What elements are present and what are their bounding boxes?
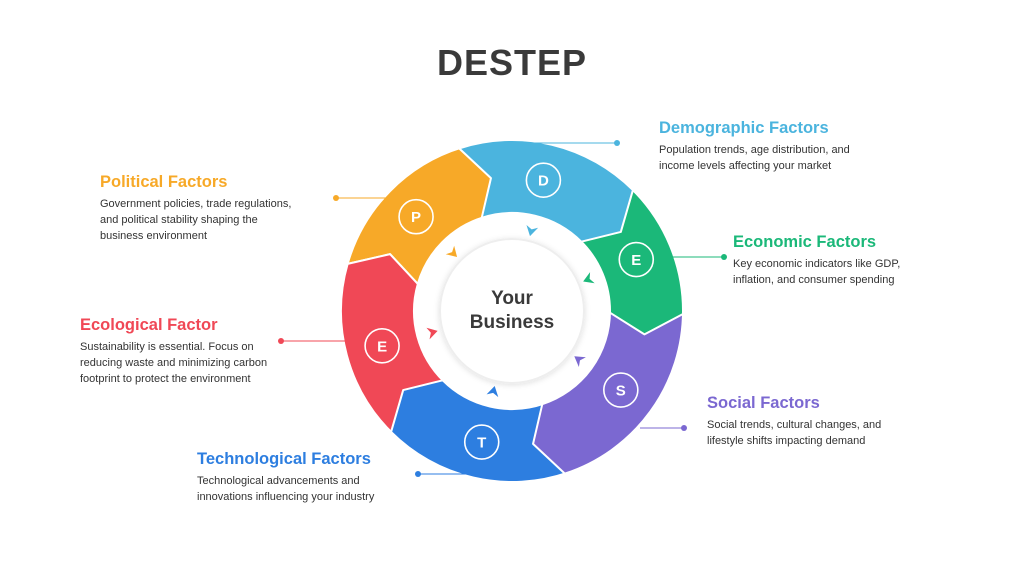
factor-title: Social Factors	[707, 394, 820, 412]
letter-political: P	[411, 209, 421, 226]
center-circle	[439, 238, 585, 384]
factor-title: Ecological Factor	[80, 316, 218, 334]
factor-title: Technological Factors	[197, 450, 371, 468]
center-line-1: Your	[491, 288, 533, 309]
letter-circle-political	[398, 198, 434, 235]
inner-arrow-technological	[486, 386, 499, 398]
letter-economic: E	[631, 252, 641, 269]
letter-ecological: E	[377, 338, 387, 355]
letter-circle-technological	[463, 424, 500, 460]
inner-arrow-social	[574, 356, 586, 367]
inner-arrow-economic	[583, 272, 595, 284]
letter-demographic: D	[538, 173, 549, 190]
segment-social	[532, 310, 684, 475]
factor-description: Social trends, cultural changes, and lif…	[707, 419, 882, 447]
connector-dot-technological	[415, 471, 421, 477]
connector-dot-social	[681, 425, 687, 431]
letter-circle-ecological	[364, 328, 400, 364]
segment-technological	[390, 379, 569, 483]
letter-social: S	[616, 383, 626, 400]
factor-economic: Economic Factors Key economic indicators…	[733, 233, 900, 288]
factor-social: Social Factors Social trends, cultural c…	[707, 394, 881, 449]
factor-technological: Technological Factors Technological adva…	[197, 450, 374, 505]
inner-arrow-political	[445, 245, 458, 258]
center-line-2: Business	[470, 312, 554, 333]
connector-dot-economic	[721, 254, 727, 260]
inner-arrow-ecological	[426, 327, 438, 340]
factor-title: Economic Factors	[733, 233, 877, 251]
factor-description: Sustainability is essential. Focus on re…	[80, 341, 268, 385]
factor-description: Technological advancements and innovatio…	[197, 475, 375, 503]
connector-dot-political	[333, 195, 339, 201]
factor-description: Population trends, age distribution, and…	[659, 144, 850, 172]
segment-ecological	[340, 253, 445, 436]
cycle-ring: D E S T E P	[340, 139, 684, 483]
connector-dot-ecological	[278, 338, 284, 344]
factor-ecological: Ecological Factor Sustainability is esse…	[80, 316, 267, 387]
letter-circle-demographic	[525, 162, 562, 199]
center-hub: Your Business	[439, 238, 585, 384]
inner-arrow-demographic	[526, 225, 539, 237]
connector-lines	[278, 140, 727, 477]
segment-demographic	[458, 139, 634, 243]
factor-title: Demographic Factors	[659, 119, 829, 137]
page-title: DESTEP	[436, 42, 588, 83]
letter-circle-social	[603, 372, 639, 408]
letter-technological: T	[477, 435, 486, 452]
factor-political: Political Factors Government policies, t…	[100, 173, 291, 244]
factor-demographic: Demographic Factors Population trends, a…	[659, 119, 850, 174]
factor-title: Political Factors	[100, 173, 228, 191]
factor-description: Government policies, trade regulations, …	[100, 198, 292, 242]
letter-circle-economic	[618, 241, 655, 278]
connector-dot-demographic	[614, 140, 620, 146]
factor-description: Key economic indicators like GDP, inflat…	[733, 258, 901, 286]
segment-economic	[579, 186, 684, 336]
